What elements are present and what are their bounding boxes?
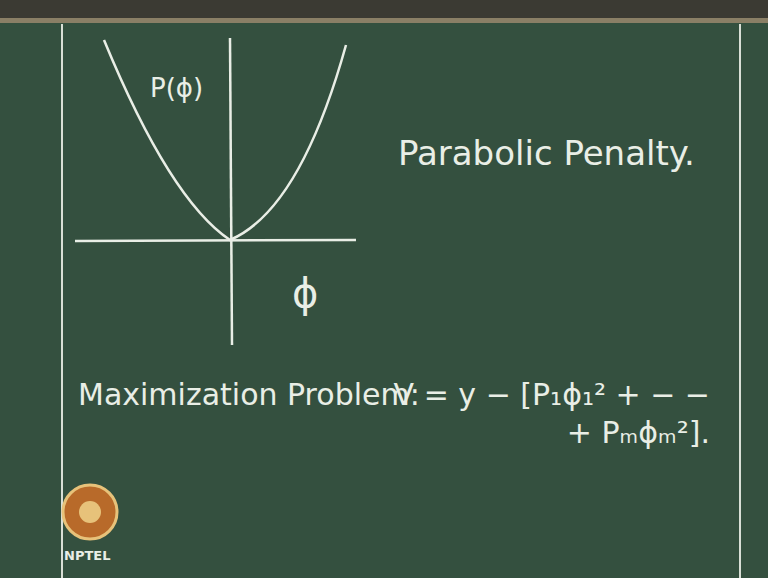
board-frame-edge — [0, 18, 768, 23]
board-border-line — [739, 24, 741, 578]
heading-note: Parabolic Penalty. — [398, 132, 695, 175]
nptel-logo-center — [79, 501, 101, 523]
nptel-logo — [63, 485, 117, 539]
axis-label: ϕ — [292, 268, 318, 318]
axis-label: P(ϕ) — [150, 72, 203, 105]
vertical-axis — [230, 38, 232, 345]
formula: V = y − [P₁ϕ₁² + − − + Pₘϕₘ²]. — [360, 376, 710, 451]
board-frame — [0, 0, 768, 22]
problem-label: Maximization Problem: — [78, 376, 420, 414]
horizontal-axis — [75, 240, 356, 241]
parabola-curve — [104, 40, 346, 240]
board-border-line — [61, 24, 63, 578]
logo-text: NPTEL — [64, 548, 110, 564]
